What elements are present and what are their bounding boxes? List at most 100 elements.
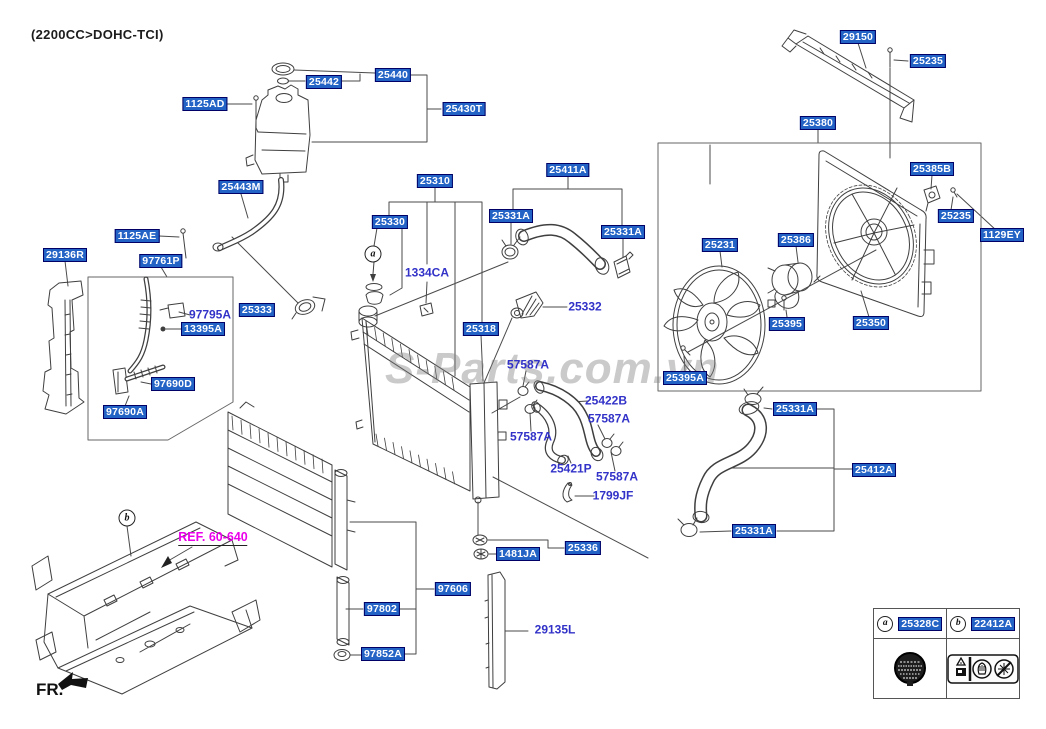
front-direction-label: FR. [36,680,64,699]
legend-header-b: b 22412A [946,609,1019,639]
radiator-cap-parts-drawing [365,261,434,317]
watermark-text: S-Parts.com.vn [385,344,720,393]
part-label-25350[interactable]: 25350 [852,316,890,330]
part-label-97802[interactable]: 97802 [363,602,401,616]
clamps-57587a-drawing [517,381,624,456]
fan-screws-drawing [680,187,958,356]
upper-hose-drawing [515,223,610,275]
part-label-25421P: 25421P [550,461,592,476]
hose-clamp-25331a-right [613,251,634,279]
part-label-25235[interactable]: 25235 [937,209,975,223]
part-label-97606[interactable]: 97606 [434,582,472,596]
part-label-1125AE[interactable]: 1125AE [114,229,160,243]
part-label-25412A[interactable]: 25412A [852,463,896,477]
part-label-25430T[interactable]: 25430T [442,102,486,116]
part-label-25331A[interactable]: 25331A [732,524,776,538]
part-label-25411A[interactable]: 25411A [546,163,590,177]
radiator-cap-label-icon [893,651,926,686]
part-label-57587A: 57587A [509,429,553,444]
overflow-hose-drawing [212,177,285,252]
ref-60-640-link[interactable]: REF. 60-640 [178,530,248,546]
part-label-25385B[interactable]: 25385B [910,162,954,176]
radiator-drawing [350,305,508,504]
reservoir-tank-drawing [245,84,311,183]
fan-shroud-drawing [813,150,935,317]
part-label-29136R[interactable]: 29136R [43,248,87,262]
part-label-25328C[interactable]: 25328C [898,616,943,631]
part-label-1799JF: 1799JF [592,488,634,503]
part-label-25386[interactable]: 25386 [777,233,815,247]
hose-clamp-25331a-lower [677,517,698,537]
fan-motor-drawing [767,262,813,309]
callout-circle-b: b [118,509,136,527]
part-label-29150[interactable]: 29150 [839,30,877,44]
part-label-13395A[interactable]: 13395A [181,322,225,336]
part-label-25330[interactable]: 25330 [371,215,409,229]
part-label-25440[interactable]: 25440 [374,68,412,82]
part-label-25443M[interactable]: 25443M [218,180,264,194]
front-end-module-drawing [31,521,261,695]
condenser-drawing [227,401,333,568]
engine-variant-note: (2200CC>DOHC-TCI) [31,27,164,42]
part-label-25336[interactable]: 25336 [564,541,602,555]
part-label-25333[interactable]: 25333 [238,303,276,317]
part-label-25395[interactable]: 25395 [768,317,806,331]
part-label-25332: 25332 [568,299,602,314]
crossmember-drawing [781,29,915,123]
air-duct-strip-drawing [484,571,506,690]
hose-25422b-drawing [533,380,604,462]
part-label-25310[interactable]: 25310 [416,174,454,188]
hose-clamp-25331a-left [501,236,521,260]
part-label-25231[interactable]: 25231 [701,238,739,252]
legend-header-a: a 25328C [874,609,947,639]
part-label-1481JA[interactable]: 1481JA [496,547,540,561]
fan-blade-drawing [663,265,766,385]
part-label-22412A[interactable]: 22412A [971,616,1016,631]
part-label-97795A: 97795A [188,307,232,322]
part-label-25442[interactable]: 25442 [305,75,343,89]
legend-circle-a: a [877,615,894,632]
part-label-25380[interactable]: 25380 [799,116,837,130]
part-label-97852A[interactable]: 97852A [361,647,405,661]
part-label-25422B: 25422B [584,393,628,408]
bolt-1125ae [180,228,187,259]
hose-clamp-25331a-upper [743,386,764,405]
part-label-25331A[interactable]: 25331A [489,209,533,223]
reservoir-cap-drawing [271,62,295,85]
bracket-25332-drawing [510,291,544,319]
part-label-57587A: 57587A [506,357,550,372]
mounting-bracket-25333-drawing [291,296,326,320]
part-label-57587A: 57587A [587,411,631,426]
part-label-1129EY[interactable]: 1129EY [980,228,1024,242]
leader-lines [64,42,998,656]
legend-icon-cell-a [874,639,947,698]
part-label-25331A[interactable]: 25331A [601,225,645,239]
legend-circle-b: b [950,615,967,632]
hook-1799jf-drawing [562,482,573,503]
part-label-1125AD[interactable]: 1125AD [182,97,228,111]
part-label-25395A[interactable]: 25395A [663,371,707,385]
air-guard-drawing [42,280,85,415]
part-label-97690D[interactable]: 97690D [151,377,195,391]
callout-circle-a: a [364,245,382,263]
part-label-97761P[interactable]: 97761P [139,254,183,268]
bracket-25385b-drawing [923,185,941,212]
ac-line-assembly-drawing [112,276,186,395]
legend-table: a 25328C b 22412A [873,608,1020,699]
lower-hose-drawing [692,401,767,524]
part-label-25235[interactable]: 25235 [909,54,947,68]
ac-region-outline [87,276,234,441]
part-label-29135L: 29135L [534,622,576,637]
part-label-25331A[interactable]: 25331A [773,402,817,416]
drier-cap-97852a-drawing [333,649,351,661]
hose-25421p-drawing [531,401,569,466]
part-label-25318[interactable]: 25318 [462,322,500,336]
fr-arrow [58,672,88,690]
fan-assembly-box [657,142,982,392]
receiver-drier-drawing [334,469,356,646]
reservoir-bolt-1125ad [253,95,259,133]
part-label-97690A[interactable]: 97690A [103,405,147,419]
part-label-57587A: 57587A [595,469,639,484]
